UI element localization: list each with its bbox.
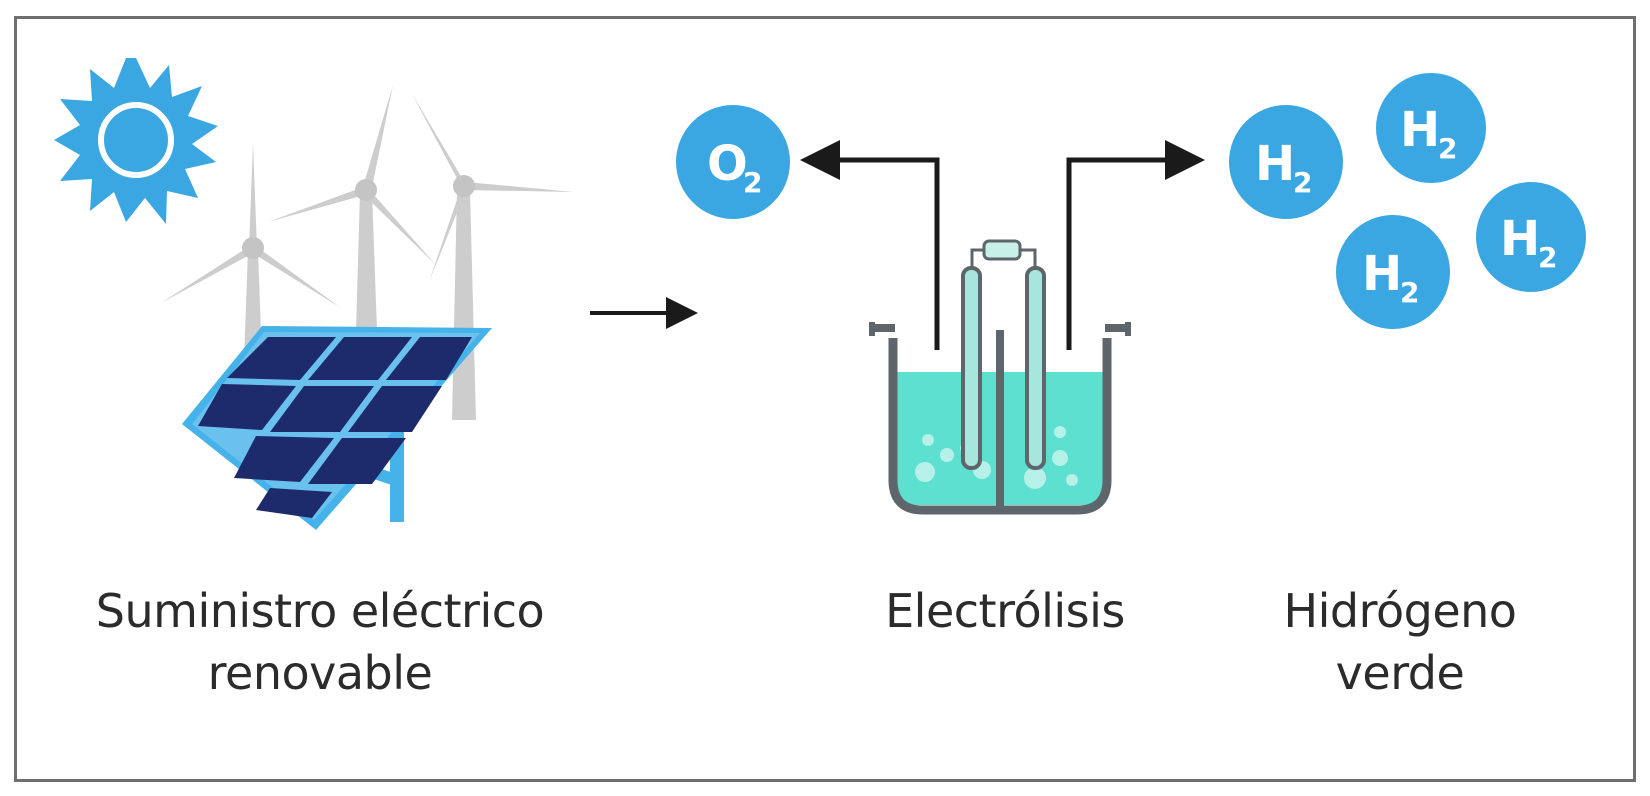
hydrogen-label-line2: verde: [1335, 646, 1465, 700]
supply-label-line2: renovable: [207, 646, 433, 700]
oxygen-symbol: O: [707, 136, 748, 192]
hydrogen-subscript: 2: [1293, 166, 1312, 199]
electrolysis-label-text: Electrólisis: [885, 584, 1125, 638]
hydrogen-symbol: H: [1362, 246, 1402, 302]
hydrogen-symbol: H: [1255, 136, 1295, 192]
sun-icon: [54, 58, 218, 224]
solar-panel-icon: [182, 326, 492, 530]
electrolysis-label: Electrólisis: [850, 580, 1160, 642]
electrolysis-beaker-icon: [800, 140, 1205, 515]
supply-label-line1: Suministro eléctrico: [95, 584, 545, 638]
hydrogen-molecule-icon: H 2: [1376, 73, 1486, 183]
oxygen-molecule-icon: O 2: [676, 105, 790, 219]
hydrogen-molecule-icon: H 2: [1476, 182, 1586, 292]
wind-turbine-icon: [161, 85, 574, 420]
hydrogen-label-line1: Hidrógeno: [1283, 584, 1517, 638]
supply-label: Suministro eléctrico renovable: [60, 580, 580, 704]
diagram-frame: [14, 16, 1636, 782]
hydrogen-label: Hidrógeno verde: [1250, 580, 1550, 704]
hydrogen-subscript: 2: [1400, 276, 1419, 309]
hydrogen-symbol: H: [1400, 102, 1440, 158]
hydrogen-symbol: H: [1500, 211, 1540, 267]
hydrogen-subscript: 2: [1538, 241, 1557, 274]
hydrogen-molecule-icon: H 2: [1336, 215, 1450, 329]
hydrogen-subscript: 2: [1438, 132, 1457, 165]
oxygen-subscript: 2: [743, 166, 762, 199]
hydrogen-molecule-icon: H 2: [1229, 105, 1343, 219]
